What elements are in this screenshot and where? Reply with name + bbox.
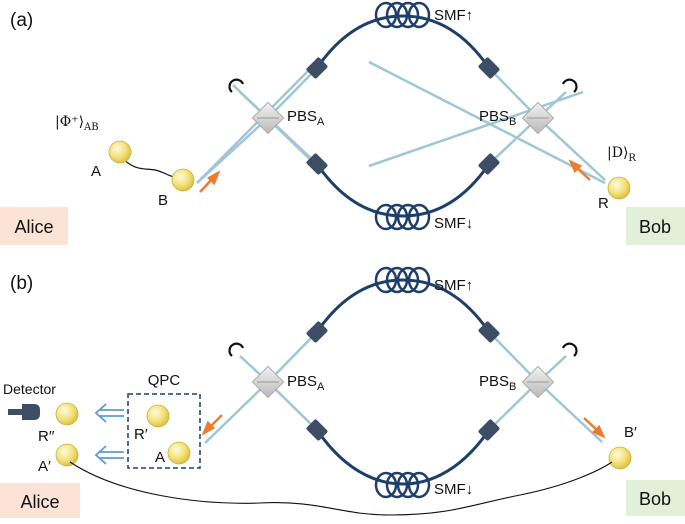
panel-a-tag: (a) bbox=[10, 10, 33, 31]
panel-b: (b) SMF↑ SMF↓ bbox=[0, 266, 685, 518]
photon-a bbox=[167, 441, 191, 465]
fiber-couplers bbox=[306, 57, 500, 175]
qpc-box bbox=[127, 393, 201, 469]
state-r-label: |D⟩R bbox=[607, 145, 636, 164]
beam-dump-icon bbox=[228, 342, 245, 357]
smf-up-coil-icon bbox=[374, 1, 431, 29]
fiber-upper bbox=[315, 278, 491, 333]
alice-label: Alice bbox=[20, 492, 59, 512]
coupler-icon bbox=[478, 321, 500, 343]
pbs-a-icon bbox=[251, 101, 285, 135]
arrow-icon bbox=[94, 403, 124, 423]
smf-up-label: SMF↑ bbox=[434, 7, 473, 24]
detector-icon bbox=[8, 404, 40, 420]
alice-box bbox=[0, 483, 80, 518]
beam-dump-icon bbox=[228, 78, 245, 93]
photon-a1-label: A′ bbox=[38, 458, 51, 475]
photon-a1 bbox=[55, 443, 79, 467]
fiber-lower bbox=[315, 429, 491, 486]
photon-r2-label: R′′ bbox=[38, 428, 55, 445]
photon-b bbox=[171, 168, 195, 192]
coupler-icon bbox=[478, 57, 500, 79]
smf-down-coil-icon bbox=[374, 203, 431, 231]
bob-box bbox=[626, 480, 685, 516]
photon-b1-label: B′ bbox=[624, 424, 637, 441]
fiber-couplers bbox=[306, 321, 500, 441]
beam-dump-icon bbox=[561, 78, 578, 93]
pbs-b-label: PBSB bbox=[479, 373, 516, 393]
photon-a bbox=[108, 140, 132, 164]
arrow-icon bbox=[201, 414, 223, 436]
photon-a-label: A bbox=[91, 163, 101, 180]
bob-label: Bob bbox=[639, 217, 671, 237]
arrow-icon bbox=[94, 445, 124, 465]
smf-down-coil-icon bbox=[374, 471, 431, 499]
fiber-lower bbox=[315, 163, 491, 218]
coupler-icon bbox=[478, 419, 500, 441]
qpc-label: QPC bbox=[148, 372, 181, 389]
pbs-b-icon bbox=[521, 101, 555, 135]
pbs-a-icon bbox=[251, 365, 285, 399]
pbs-b-label: PBSB bbox=[479, 108, 516, 128]
entanglement-link bbox=[119, 155, 183, 179]
coupler-icon bbox=[306, 153, 328, 175]
photon-r-label: R bbox=[598, 195, 609, 212]
smf-up-label: SMF↑ bbox=[434, 277, 473, 294]
photon-r1-label: R′ bbox=[134, 426, 148, 443]
photon-b1 bbox=[608, 446, 632, 470]
photon-a-label: A bbox=[155, 449, 165, 466]
photon-r bbox=[607, 176, 631, 200]
smf-up-coil-icon bbox=[374, 266, 431, 294]
coupler-icon bbox=[306, 57, 328, 79]
entanglement-link bbox=[69, 461, 613, 516]
fiber-upper bbox=[315, 14, 491, 69]
pbs-a-label: PBSA bbox=[287, 108, 325, 128]
alice-label: Alice bbox=[14, 217, 53, 237]
alice-box bbox=[0, 207, 68, 245]
photon-r2 bbox=[55, 402, 79, 426]
coupler-icon bbox=[306, 419, 328, 441]
pbs-b-icon bbox=[521, 365, 555, 399]
smf-down-label: SMF↓ bbox=[434, 481, 473, 498]
bob-box bbox=[626, 207, 685, 245]
photon-b-label: B bbox=[158, 192, 168, 209]
coupler-icon bbox=[478, 153, 500, 175]
panel-b-tag: (b) bbox=[10, 273, 33, 294]
panel-a: (a) bbox=[0, 1, 685, 245]
pbs-a-label: PBSA bbox=[287, 373, 325, 393]
state-ab-label: |Φ⁺⟩AB bbox=[55, 114, 99, 133]
arrow-icon bbox=[568, 159, 591, 181]
smf-down-label: SMF↓ bbox=[434, 215, 473, 232]
coupler-icon bbox=[306, 321, 328, 343]
photon-r1 bbox=[146, 404, 170, 428]
beam-dump-icon bbox=[561, 342, 578, 357]
arrow-icon bbox=[199, 170, 221, 193]
arrow-icon bbox=[583, 417, 606, 439]
detector-label: Detector bbox=[3, 381, 56, 397]
bob-label: Bob bbox=[639, 489, 671, 509]
